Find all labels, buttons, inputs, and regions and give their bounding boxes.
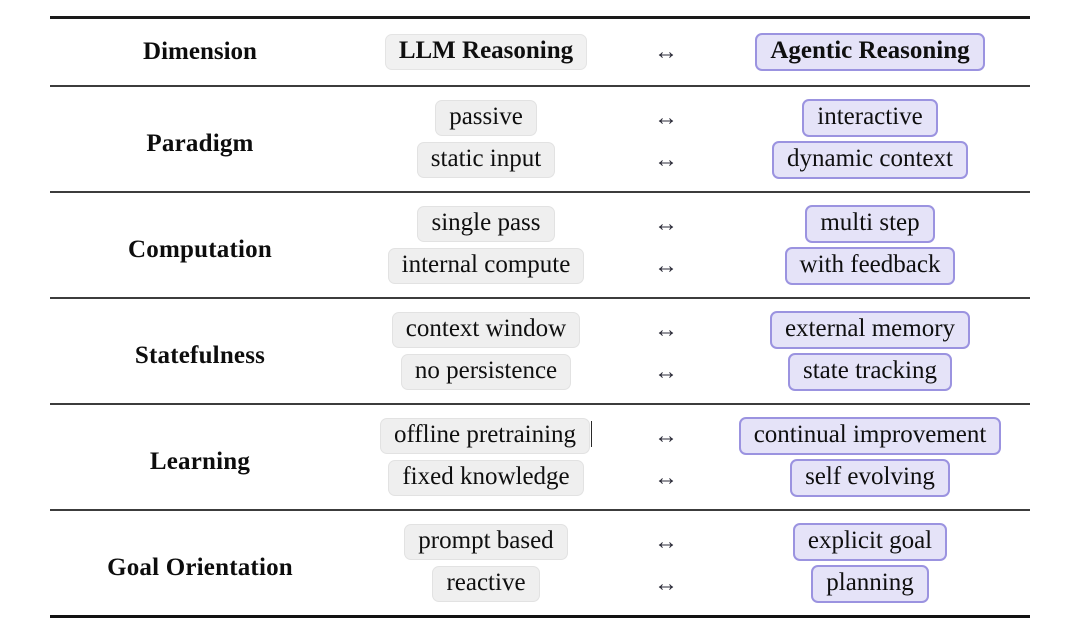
llm-value-badge: single pass [417, 206, 555, 242]
agentic-value-cell: continual improvement [710, 405, 1030, 457]
bidirectional-arrow-icon: ↔ [654, 571, 678, 597]
table-top-rule [50, 16, 1030, 20]
llm-value-badge: reactive [432, 566, 540, 602]
llm-value-cell: passive [350, 87, 622, 139]
bidirectional-arrow-icon: ↔ [654, 211, 678, 237]
agentic-value-cell: interactive [710, 87, 1030, 139]
header-agentic-cell: Agentic Reasoning [710, 19, 1030, 86]
agentic-value-badge: explicit goal [792, 523, 948, 561]
agentic-value-cell: planning [710, 563, 1030, 617]
dimension-label: Computation [128, 236, 272, 263]
table-row: no persistence ↔ state tracking [50, 351, 1030, 404]
llm-value-badge: prompt based [404, 524, 568, 560]
llm-value-cell: prompt based [350, 511, 622, 563]
llm-value-badge: static input [416, 142, 556, 178]
table-row: Paradigm passive ↔ interactive [50, 87, 1030, 157]
bidirectional-arrow-icon: ↔ [654, 359, 678, 385]
llm-value-cell: static input [350, 139, 622, 192]
agentic-value-cell: dynamic context [710, 139, 1030, 192]
dimension-label: Statefulness [134, 342, 266, 369]
agentic-value-badge: external memory [769, 311, 971, 349]
llm-value-cell: fixed knowledge [350, 457, 622, 510]
agentic-value-badge: interactive [802, 99, 938, 137]
agentic-value-cell: multi step [710, 193, 1030, 245]
agentic-value-badge: multi step [805, 205, 935, 243]
llm-vs-agentic-comparison-table: Dimension LLM Reasoning ↔ Agentic Reasoning… [50, 16, 1030, 619]
table-row: Learning offline pretraining ↔ continual im… [50, 405, 1030, 475]
table-row: Computation single pass ↔ multi step [50, 193, 1030, 263]
llm-value-badge: internal compute [387, 248, 585, 284]
bidirectional-arrow-icon: ↔ [654, 253, 678, 279]
header-llm-badge: LLM Reasoning [384, 34, 588, 70]
header-llm-cell: LLM Reasoning [350, 19, 622, 86]
llm-value-cell: reactive [350, 563, 622, 617]
table-row: static input ↔ dynamic context [50, 139, 1030, 192]
agentic-value-badge: continual improvement [738, 417, 1002, 455]
agentic-value-cell: external memory [710, 299, 1030, 351]
bidirectional-arrow-icon: ↔ [654, 147, 678, 173]
bidirectional-arrow-icon: ↔ [654, 317, 678, 343]
agentic-value-badge: planning [811, 565, 929, 603]
llm-value-badge: passive [435, 100, 537, 136]
bidirectional-arrow-icon: ↔ [654, 529, 678, 555]
bidirectional-arrow-icon: ↔ [654, 465, 678, 491]
table-bottom-rule [50, 615, 1030, 619]
agentic-value-cell: self evolving [710, 457, 1030, 510]
table-row: internal compute ↔ with feedback [50, 245, 1030, 298]
llm-value-badge: fixed knowledge [388, 460, 584, 496]
table-row: fixed knowledge ↔ self evolving [50, 457, 1030, 510]
agentic-value-cell: with feedback [710, 245, 1030, 298]
header-agentic-badge: Agentic Reasoning [755, 33, 985, 71]
dimension-label: Paradigm [146, 130, 254, 157]
table-row: Statefulness context window ↔ external memo… [50, 299, 1030, 369]
header-dimension-label: Dimension [143, 38, 257, 65]
llm-value-cell: no persistence [350, 351, 622, 404]
header-arrow-icon: ↔ [654, 39, 678, 65]
table-row: reactive ↔ planning [50, 563, 1030, 617]
bidirectional-arrow-icon: ↔ [654, 105, 678, 131]
table-header-row: Dimension LLM Reasoning ↔ Agentic Reasoning [50, 19, 1030, 86]
dimension-label: Learning [149, 448, 251, 475]
llm-value-cell: context window [350, 299, 622, 351]
llm-value-badge: context window [391, 312, 581, 348]
dimension-label: Goal Orientation [107, 554, 293, 581]
comparison-table-container: Dimension LLM Reasoning ↔ Agentic Reasoning… [50, 0, 1030, 619]
llm-value-badge: no persistence [400, 354, 572, 390]
agentic-value-cell: state tracking [710, 351, 1030, 404]
agentic-value-badge: state tracking [788, 353, 952, 391]
bidirectional-arrow-icon: ↔ [654, 423, 678, 449]
agentic-value-cell: explicit goal [710, 511, 1030, 563]
agentic-value-badge: with feedback [784, 247, 956, 285]
llm-value-badge: offline pretraining [379, 418, 591, 454]
llm-value-cell: offline pretraining [350, 405, 622, 457]
table-row: Goal Orientation prompt based ↔ explicit go… [50, 511, 1030, 581]
llm-value-cell: single pass [350, 193, 622, 245]
agentic-value-badge: self evolving [790, 459, 950, 497]
text-cursor-caret [591, 421, 593, 447]
agentic-value-badge: dynamic context [772, 141, 968, 179]
llm-value-cell: internal compute [350, 245, 622, 298]
